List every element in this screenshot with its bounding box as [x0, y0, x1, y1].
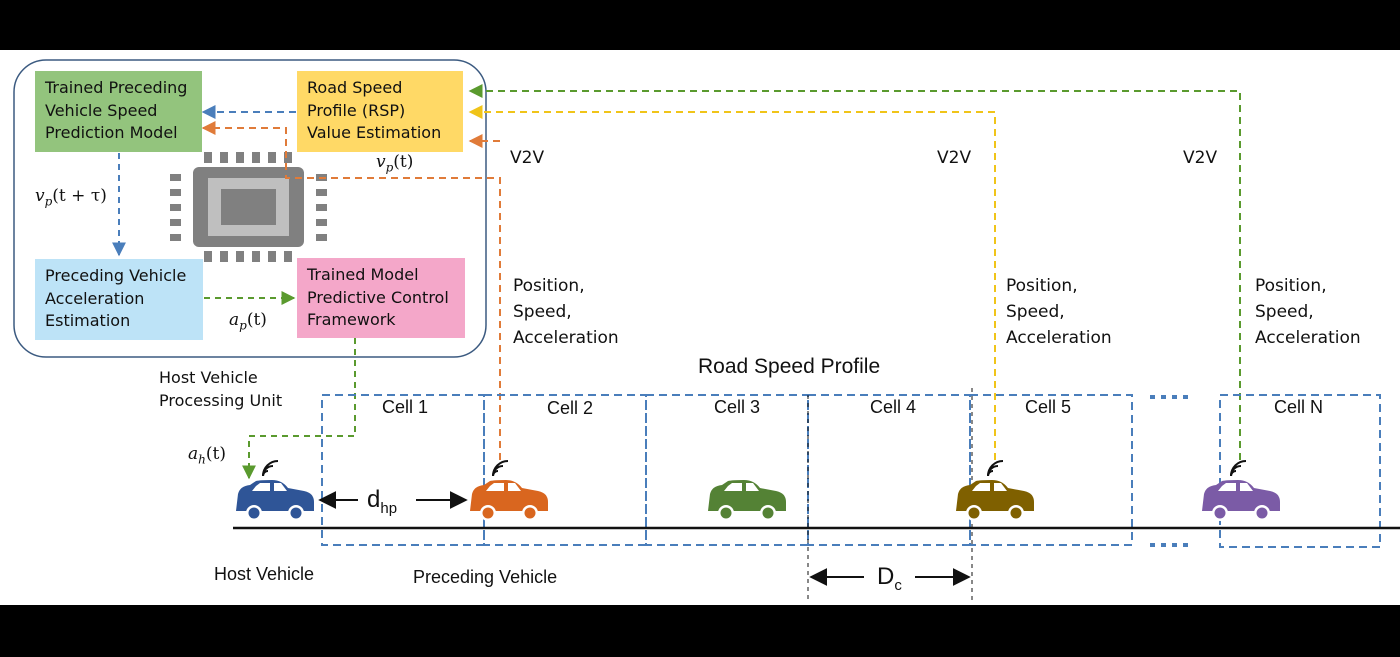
- v2v-label-celln: V2V: [1183, 148, 1218, 168]
- rsp-estimation-box: Road Speed Profile (RSP) Value Estimatio…: [297, 71, 463, 152]
- prediction-model-box: Trained Preceding Vehicle Speed Predicti…: [35, 71, 202, 152]
- vp-t-label: vp(t): [376, 152, 414, 175]
- psa-label-cell5: Position,Speed,Acceleration: [1006, 276, 1112, 348]
- preceding-wireless-icon: [492, 460, 509, 477]
- ah-t-label: ah(t): [188, 444, 226, 467]
- cell-5-box: [969, 394, 1133, 546]
- cell-1-label: Cell 1: [382, 397, 429, 417]
- celln-v2v-line: [468, 84, 1241, 460]
- celln-wireless-icon: [1230, 460, 1247, 477]
- cell5-v2v-line: [468, 105, 996, 460]
- cell-n-label: Cell N: [1274, 397, 1324, 417]
- dhp-label: dhp: [367, 486, 398, 517]
- v2v-label-cell5: V2V: [937, 148, 972, 168]
- preceding-v2v-line: [201, 121, 501, 460]
- v2v-label-preceding: V2V: [510, 148, 545, 168]
- road-speed-profile-title: Road Speed Profile: [698, 355, 881, 378]
- dc-label: Dc: [877, 563, 902, 594]
- content-band: [0, 50, 1400, 605]
- vp-tau-label: vp(t + τ): [35, 186, 107, 209]
- mpc-framework-box: Trained Model Predictive Control Framewo…: [297, 258, 465, 338]
- celln-vehicle-car-icon: [1202, 480, 1280, 521]
- processor-chip-icon: [170, 152, 327, 262]
- cell-4-label: Cell 4: [870, 397, 917, 417]
- cell-n-box: [1219, 394, 1381, 548]
- cell-ellipsis-bottom: [1150, 543, 1188, 547]
- cell-2-label: Cell 2: [547, 398, 594, 418]
- cell-5-label: Cell 5: [1025, 397, 1072, 417]
- ap-t-label: ap(t): [229, 310, 267, 333]
- host-vehicle-car-icon: [236, 480, 314, 521]
- psa-label-preceding: Position,Speed,Acceleration: [513, 276, 619, 348]
- preceding-vehicle-car-icon: [470, 480, 548, 521]
- host-vehicle-label: Host Vehicle: [214, 564, 315, 584]
- cell-ellipsis-top: [1150, 395, 1188, 399]
- processing-unit-frame: [13, 59, 487, 358]
- cell5-wireless-icon: [987, 460, 1004, 477]
- cell5-vehicle-car-icon: [956, 480, 1034, 521]
- psa-label-celln: Position,Speed,Acceleration: [1255, 276, 1361, 348]
- acceleration-estimation-box: Preceding Vehicle Acceleration Estimatio…: [35, 259, 203, 340]
- cell-3-label: Cell 3: [714, 397, 761, 417]
- host-wireless-icon: [262, 460, 279, 477]
- processing-unit-label: Host Vehicle Processing Unit: [159, 368, 283, 410]
- preceding-vehicle-label: Preceding Vehicle: [413, 567, 558, 587]
- cell3-vehicle-car-icon: [708, 480, 786, 521]
- mpc-to-host-arrow: [242, 338, 356, 480]
